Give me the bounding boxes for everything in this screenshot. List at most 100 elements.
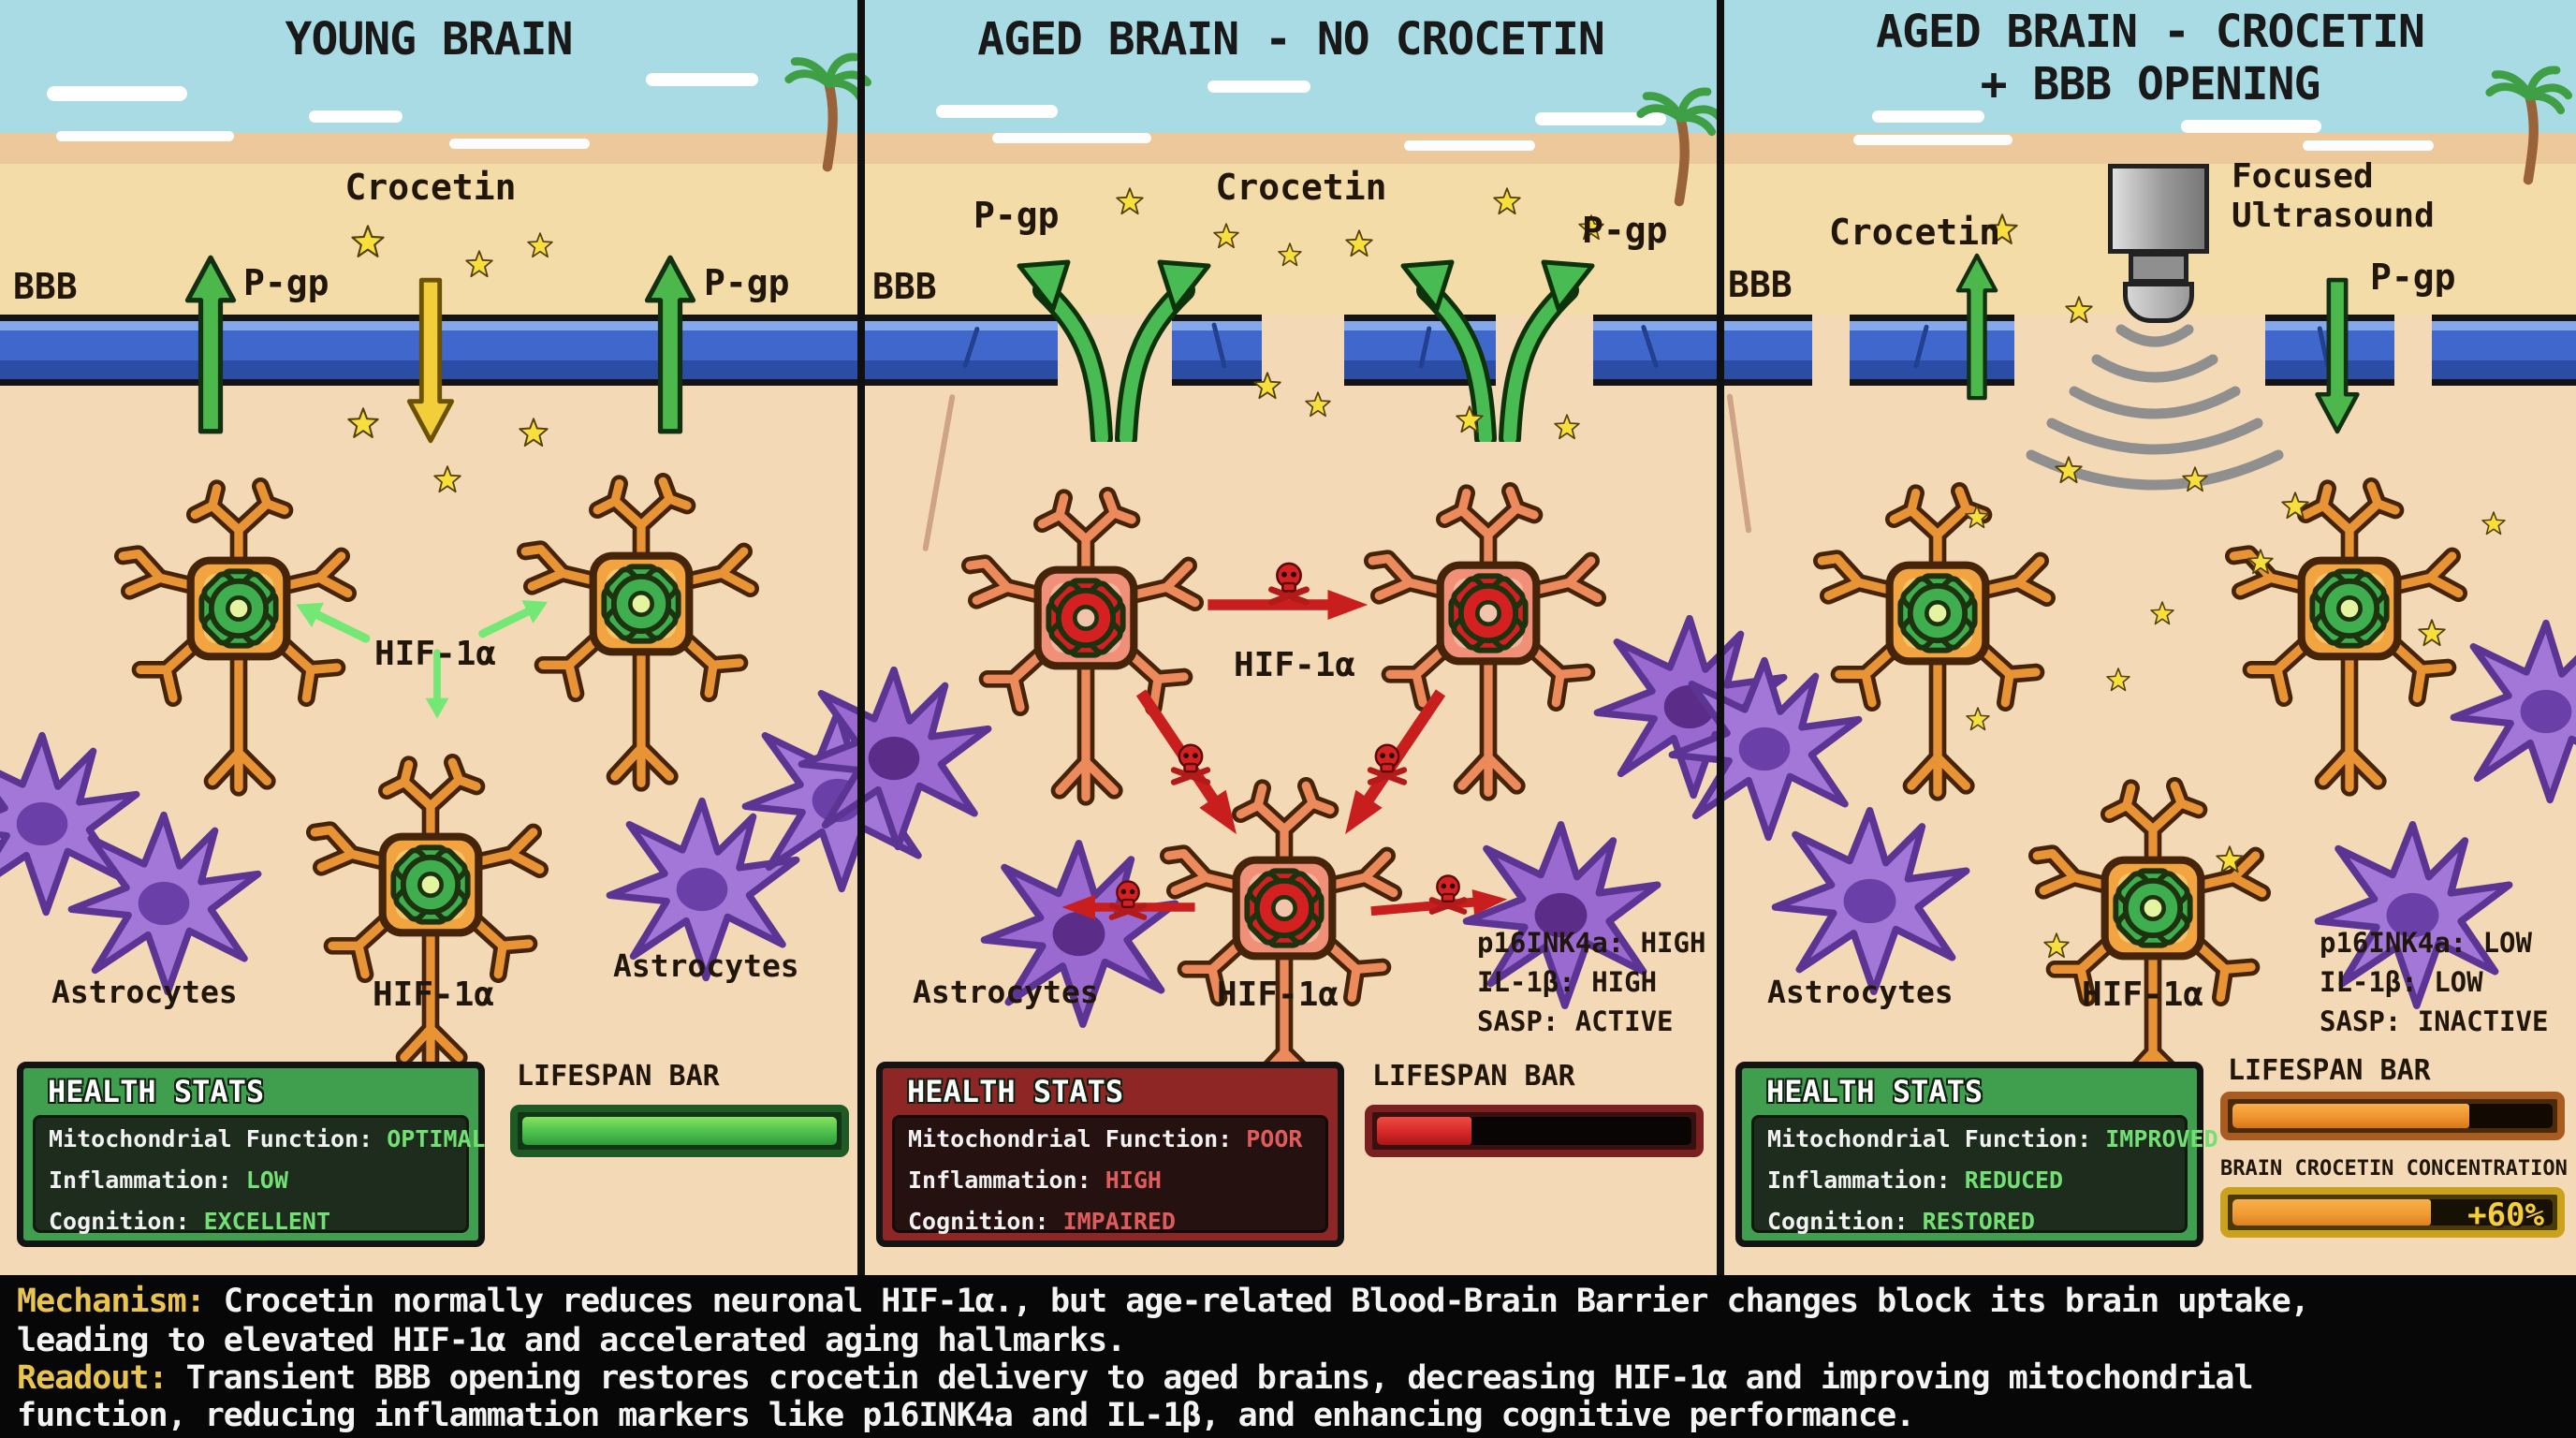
astrocytes-label: Astrocytes bbox=[613, 947, 799, 984]
crocetin-star-icon bbox=[2481, 511, 2506, 536]
bbb-label: BBB bbox=[1728, 264, 1793, 305]
ultrasound-transducer-neck bbox=[2129, 252, 2188, 284]
health-stats-title: HEALTH STATS bbox=[48, 1074, 265, 1109]
pgp-efflux-curved-arrows-icon bbox=[1399, 227, 1596, 442]
crocetin-star-icon bbox=[2043, 932, 2070, 959]
crocetin-star-icon bbox=[465, 250, 493, 278]
lifespan-bar bbox=[510, 1105, 849, 1157]
skull-crossbones-icon bbox=[1105, 876, 1151, 923]
pgp-label: P-gp bbox=[1582, 210, 1668, 251]
crocetin-star-icon bbox=[1554, 414, 1580, 440]
panel1-title: YOUNG BRAIN bbox=[285, 13, 574, 66]
crocetin-label: Crocetin bbox=[1215, 167, 1387, 208]
crocetin-star-icon bbox=[2216, 845, 2244, 873]
lifespan-bar bbox=[2220, 1092, 2565, 1140]
bbb-label: BBB bbox=[13, 266, 78, 307]
panel-divider bbox=[857, 0, 865, 1275]
healthy-neuron-icon bbox=[300, 754, 562, 1081]
stat-label: Cognition: bbox=[908, 1208, 1049, 1235]
skull-crossbones-icon bbox=[1363, 740, 1412, 788]
pgp-label: P-gp bbox=[2370, 257, 2456, 298]
skull-crossbones-icon bbox=[1425, 871, 1471, 917]
crocetin-increase-arrow-icon bbox=[1952, 253, 2002, 401]
panel2-title: AGED BRAIN - NO CROCETIN bbox=[977, 13, 1605, 66]
lifespan-bar-label: LIFESPAN BAR bbox=[517, 1060, 720, 1093]
skull-crossbones-icon bbox=[1166, 740, 1215, 788]
crocetin-label: Crocetin bbox=[344, 167, 517, 208]
panel3-title-line2: + BBB OPENING bbox=[1980, 58, 2321, 110]
footer-caption: Mechanism: Crocetin normally reduces neu… bbox=[0, 1275, 2576, 1438]
crocetin-star-icon bbox=[1965, 505, 1989, 529]
cloud-icon bbox=[309, 110, 402, 123]
crocetin-star-icon bbox=[2281, 492, 2309, 520]
palm-tree-icon bbox=[1636, 80, 1725, 211]
hif1a-label: HIF-1α bbox=[374, 635, 497, 673]
mechanism-text: Crocetin normally reduces neuronal HIF-1… bbox=[204, 1283, 2310, 1320]
hif1a-label: HIF-1α bbox=[373, 976, 495, 1014]
stat-label: Inflammation: bbox=[908, 1167, 1091, 1194]
health-stats-body: Mitochondrial Function: POOR Inflammatio… bbox=[892, 1115, 1328, 1235]
cloud-icon bbox=[1208, 81, 1310, 93]
crocetin-concentration-value: +60% bbox=[2467, 1196, 2544, 1234]
crocetin-star-icon bbox=[2182, 466, 2208, 492]
lifespan-bar bbox=[1365, 1105, 1704, 1157]
panel3-title: AGED BRAIN - CROCETIN bbox=[1876, 6, 2425, 58]
astrocyte-icon bbox=[2448, 613, 2576, 810]
health-stats-title: HEALTH STATS bbox=[1766, 1074, 1983, 1109]
crocetin-star-icon bbox=[1456, 405, 1484, 433]
cloud-icon bbox=[646, 73, 758, 86]
crocetin-label: Crocetin bbox=[1829, 212, 2001, 253]
health-stats-title: HEALTH STATS bbox=[907, 1074, 1124, 1109]
surf-foam bbox=[992, 133, 1151, 143]
stat-value: HIGH bbox=[1105, 1167, 1162, 1194]
crocetin-star-icon bbox=[1305, 391, 1331, 418]
ultrasound-transducer-foot bbox=[2123, 282, 2194, 323]
bbb-band-cracked bbox=[1172, 315, 1262, 386]
surf-foam bbox=[1404, 140, 1535, 151]
stat-label: Inflammation: bbox=[1767, 1167, 1951, 1194]
health-stats-body: Mitochondrial Function: OPTIMAL Inflamma… bbox=[33, 1115, 486, 1235]
marker-p16: p16INK4a: HIGH bbox=[1477, 927, 1706, 959]
sky-background bbox=[0, 0, 2576, 133]
hif1a-label: HIF-1α bbox=[2082, 976, 2204, 1014]
stat-label: Mitochondrial Function: bbox=[1767, 1125, 2092, 1152]
crocetin-star-icon bbox=[1116, 187, 1144, 215]
crocetin-star-icon bbox=[2418, 619, 2446, 647]
stat-value: IMPAIRED bbox=[1062, 1208, 1176, 1235]
marker-p16: p16INK4a: LOW bbox=[2320, 927, 2532, 959]
crocetin-star-icon bbox=[519, 418, 549, 448]
lifespan-bar-fill bbox=[522, 1117, 837, 1145]
crocetin-star-icon bbox=[2065, 296, 2093, 324]
crocetin-concentration-label: BRAIN CROCETIN CONCENTRATION bbox=[2220, 1157, 2568, 1181]
pgp-efflux-arrow-icon bbox=[644, 251, 696, 438]
hif1a-label: HIF-1α bbox=[1234, 646, 1356, 684]
crocetin-entry-arrow-icon bbox=[404, 277, 457, 444]
shoreline-band bbox=[0, 133, 2576, 164]
astrocytes-label: Astrocytes bbox=[51, 974, 238, 1010]
surf-foam bbox=[2303, 140, 2434, 151]
cloud-icon bbox=[1872, 110, 1984, 123]
healthy-neuron-icon bbox=[510, 473, 772, 800]
stat-label: Inflammation: bbox=[49, 1167, 232, 1194]
cloud-icon bbox=[47, 86, 187, 101]
lifespan-bar-label: LIFESPAN BAR bbox=[2228, 1054, 2431, 1087]
astrocytes-label: Astrocytes bbox=[1767, 974, 1954, 1010]
crocetin-concentration-bar: +60% bbox=[2220, 1187, 2565, 1238]
skull-crossbones-icon bbox=[1264, 558, 1314, 609]
marker-il1b: IL-1β: LOW bbox=[2320, 966, 2483, 998]
cloud-icon bbox=[1535, 112, 1666, 125]
bbb-label: BBB bbox=[872, 266, 937, 307]
cloud-icon bbox=[2181, 120, 2321, 133]
bbb-band-opened bbox=[1724, 315, 1812, 386]
surf-foam bbox=[56, 131, 234, 141]
health-stats-body: Mitochondrial Function: IMPROVED Inflamm… bbox=[1751, 1115, 2218, 1235]
stat-label: Cognition: bbox=[1767, 1208, 1909, 1235]
surf-foam bbox=[1853, 135, 2012, 145]
surf-foam bbox=[449, 139, 590, 149]
readout-text: Transient BBB opening restores crocetin … bbox=[167, 1359, 2254, 1397]
readout-text-2: function, reducing inflammation markers … bbox=[17, 1397, 1915, 1434]
astrocyte-icon bbox=[1769, 800, 1970, 1002]
crocetin-star-icon bbox=[1213, 223, 1239, 249]
reactive-astrocyte-icon bbox=[796, 660, 992, 857]
